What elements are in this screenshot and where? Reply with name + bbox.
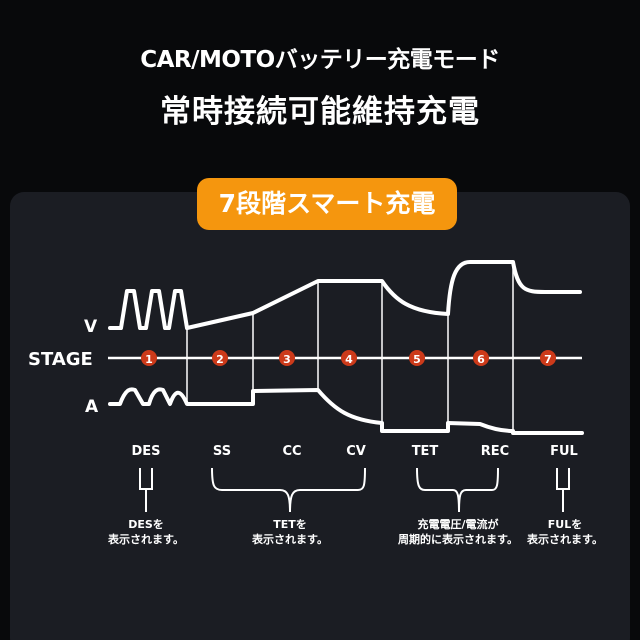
diagram-panel bbox=[10, 192, 630, 640]
caption-line: 表示されます。 bbox=[526, 532, 603, 546]
bracket bbox=[139, 468, 153, 512]
stage-dividers bbox=[186, 261, 514, 432]
stage-7: 7 bbox=[540, 350, 556, 366]
current-curve bbox=[108, 387, 584, 435]
caption-line: 充電電圧/電流が bbox=[417, 517, 498, 531]
stage-number: 1 bbox=[145, 353, 153, 366]
stage-number: 5 bbox=[413, 353, 421, 366]
stage-code: CC bbox=[282, 444, 301, 459]
subtitle: CAR/MOTOバッテリー充電モード bbox=[140, 47, 500, 73]
stage-code: FUL bbox=[550, 444, 578, 459]
bracket bbox=[416, 467, 499, 513]
stage-5: 5 bbox=[409, 350, 425, 366]
caption-line: 周期的に表示されます。 bbox=[398, 532, 518, 546]
stage-6: 6 bbox=[473, 350, 489, 366]
stage-codes: DES SS CC CV TET REC FUL bbox=[131, 444, 577, 459]
axis-label-stage: STAGE bbox=[28, 349, 93, 370]
voltage-curve bbox=[108, 260, 582, 330]
stage-code: DES bbox=[131, 444, 160, 459]
caption-line: DESを bbox=[128, 518, 164, 531]
stage-number: 7 bbox=[544, 353, 552, 366]
title: 常時接続可能維持充電 bbox=[160, 94, 480, 130]
stage-code: TET bbox=[412, 444, 439, 459]
bracket bbox=[211, 467, 366, 513]
captions: DESを 表示されます。 TETを 表示されます。 充電電圧/電流が 周期的に表… bbox=[107, 517, 603, 546]
mode-badge: 7段階スマート充電 bbox=[197, 178, 457, 230]
stage-number: 2 bbox=[216, 353, 224, 366]
stage-4: 4 bbox=[341, 350, 357, 366]
stage-markers: 1 2 3 4 5 6 7 bbox=[141, 350, 556, 366]
stage-number: 4 bbox=[345, 353, 353, 366]
stage-1: 1 bbox=[141, 350, 157, 366]
stage-3: 3 bbox=[279, 350, 295, 366]
brackets bbox=[139, 467, 570, 513]
stage-code: SS bbox=[213, 444, 231, 459]
stage-number: 3 bbox=[283, 353, 291, 366]
stage-2: 2 bbox=[212, 350, 228, 366]
caption-line: 表示されます。 bbox=[107, 532, 184, 546]
caption-line: TETを bbox=[273, 518, 307, 531]
caption-line: FULを bbox=[548, 518, 582, 531]
caption-line: 表示されます。 bbox=[251, 532, 328, 546]
stage-number: 6 bbox=[477, 353, 485, 366]
axis-label-v: V bbox=[84, 317, 98, 337]
bracket bbox=[556, 468, 570, 512]
stage-code: CV bbox=[346, 444, 366, 459]
axis-label-a: A bbox=[85, 397, 99, 417]
stage-code: REC bbox=[481, 444, 509, 459]
